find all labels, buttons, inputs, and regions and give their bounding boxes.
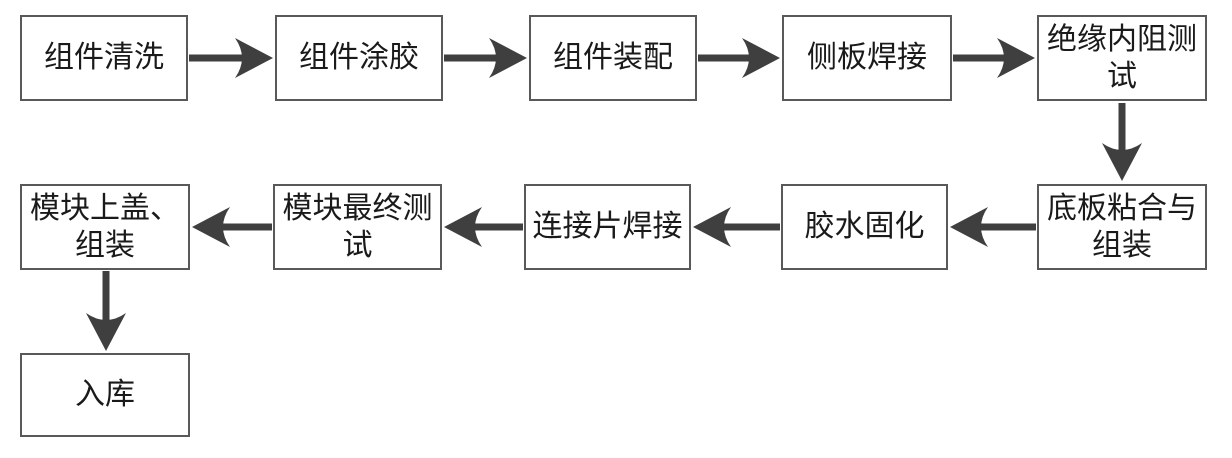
flow-node-component-gluing: 组件涂胶	[275, 15, 443, 101]
flow-node-module-top-cover-assembly: 模块上盖、组装	[20, 184, 190, 270]
flow-node-component-cleaning: 组件清洗	[20, 15, 188, 101]
arrow-right-gluing-to-assembly	[444, 38, 527, 78]
arrow-left-bottom-bonding-to-glue-curing	[950, 207, 1036, 247]
arrow-down-insulation-test-to-bottom-bonding	[1102, 103, 1142, 181]
arrow-right-assembly-to-side-welding	[698, 38, 780, 78]
arrow-right-side-welding-to-insulation-test	[953, 38, 1035, 78]
flow-node-glue-curing: 胶水固化	[781, 184, 948, 270]
flow-node-bottom-plate-bonding-assembly: 底板粘合与组装	[1037, 184, 1207, 270]
flow-node-warehousing: 入库	[20, 353, 190, 437]
flow-node-side-plate-welding: 侧板焊接	[782, 15, 952, 101]
arrow-left-tab-welding-to-final-test	[444, 207, 523, 247]
flow-node-component-assembly: 组件装配	[529, 15, 697, 101]
arrow-down-top-cover-to-warehousing	[86, 271, 126, 351]
flow-node-insulation-resistance-test: 绝缘内阻测试	[1037, 15, 1207, 101]
arrow-right-cleaning-to-gluing	[189, 38, 273, 78]
arrow-left-final-test-to-top-cover	[192, 207, 272, 247]
flow-node-connector-tab-welding: 连接片焊接	[524, 184, 691, 270]
arrow-left-glue-curing-to-tab-welding	[693, 207, 780, 247]
flow-node-module-final-test: 模块最终测试	[273, 184, 442, 270]
